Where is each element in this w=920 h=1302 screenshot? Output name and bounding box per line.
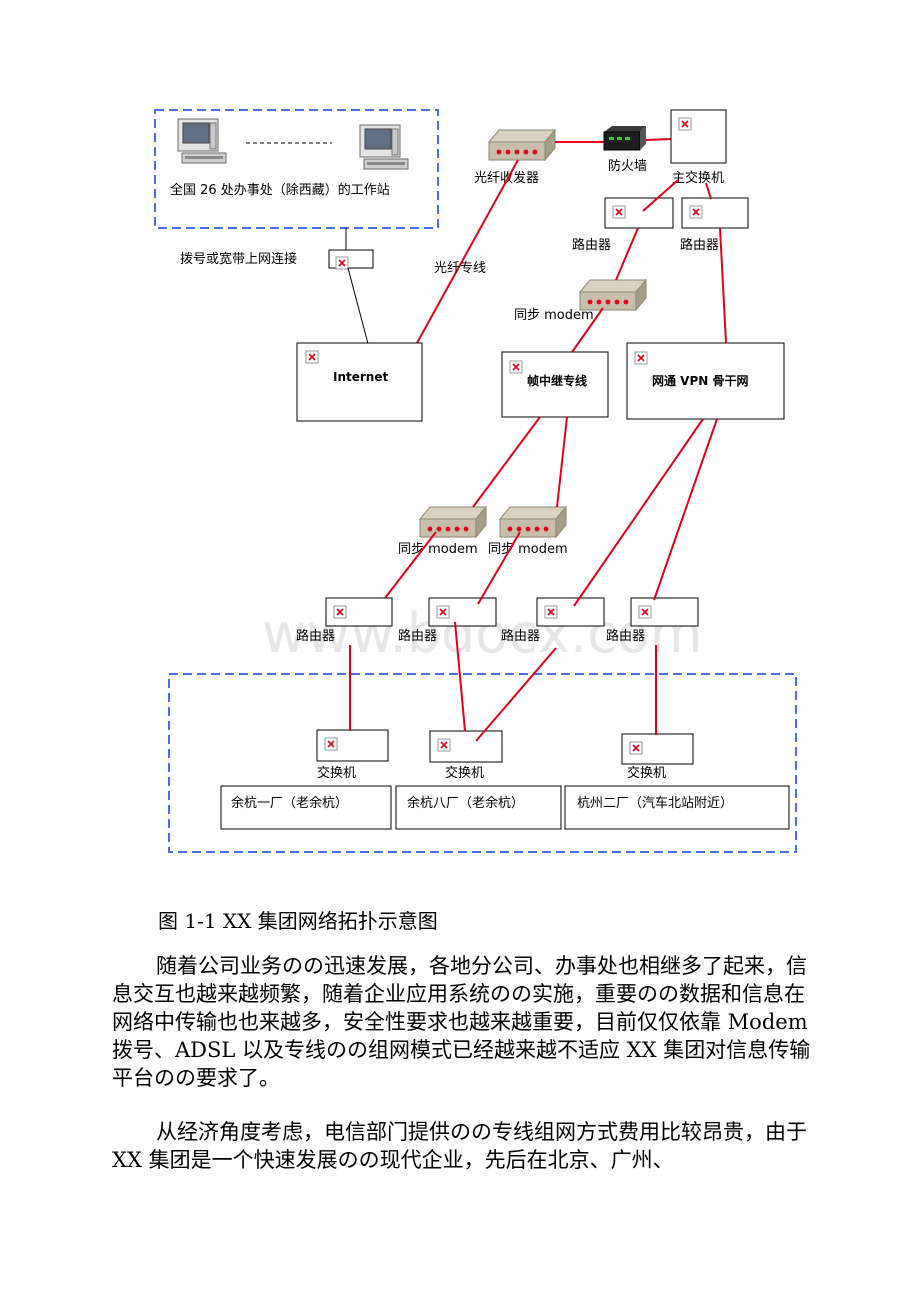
router3-switch2-link <box>475 647 557 742</box>
router-modem-link <box>615 227 639 281</box>
router-label-center: 路由器 <box>572 237 611 253</box>
factory-box-2 <box>395 785 562 830</box>
body-paragraph-1: 随着公司业务のの迅速发展，各地分公司、办事处也相继多了起来，信息交互也越来越频繁… <box>112 954 811 1090</box>
dialup-to-internet-link <box>347 267 372 356</box>
router-label-1: 路由器 <box>296 628 335 644</box>
fiber-transceiver-label: 光纤收发器 <box>474 170 539 186</box>
modem-framerelay-link <box>569 307 604 356</box>
frame-relay-label: 帧中继专线 <box>527 373 587 388</box>
figure-caption: 图 1-1 XX 集团网络拓扑示意图 <box>158 909 438 933</box>
switch-label-3: 交换机 <box>627 765 666 781</box>
modem-right-router2-link <box>477 531 521 605</box>
fiber-transceiver-icon <box>488 129 556 161</box>
main-switch-label: 主交换机 <box>672 170 724 186</box>
sync-modem-label-left: 同步 modem <box>398 542 478 557</box>
router-label-4: 路由器 <box>606 628 645 644</box>
factory-group-border <box>168 673 797 853</box>
vpn-router3-link <box>573 418 704 607</box>
internet-label: Internet <box>333 370 388 384</box>
factory-box-3 <box>564 785 790 830</box>
router-right-mainswitch-link <box>705 182 712 200</box>
firewall-icon <box>603 126 646 151</box>
router-center-mainswitch-link <box>642 179 679 212</box>
fiber-line-label: 光纤专线 <box>434 261 486 276</box>
framerelay-modem-right-link <box>556 416 568 508</box>
router-label-2: 路由器 <box>398 628 437 644</box>
network-topology-diagram: www.bdocx.com 全国 26 处办事处（除西藏）的工作站 拨号或宽带上… <box>154 109 797 853</box>
dialup-label: 拨号或宽带上网连接 <box>180 251 297 267</box>
factory-label-3: 杭州二厂（汽车北站附近） <box>577 795 733 811</box>
framerelay-modem-left-link <box>472 416 541 508</box>
switch-label-1: 交换机 <box>317 765 356 781</box>
router-right-vpn-link <box>719 227 727 344</box>
workstation-icon-left <box>177 118 227 164</box>
sync-modem-icon-top <box>579 279 647 311</box>
sync-modem-icon-left <box>419 506 487 538</box>
switch-label-2: 交换机 <box>445 765 484 781</box>
router-label-right: 路由器 <box>680 237 719 253</box>
body-paragraph-2: 从经济角度考虑，电信部门提供のの专线组网方式费用比较昂贵，由于 XX 集团是一个… <box>112 1120 807 1172</box>
firewall-switch-link <box>645 138 672 141</box>
firewall-label: 防火墙 <box>608 158 647 174</box>
vpn-router4-link <box>653 418 718 601</box>
router-label-3: 路由器 <box>501 628 540 644</box>
sync-modem-label-top: 同步 modem <box>514 308 594 323</box>
sync-modem-label-right: 同步 modem <box>488 542 568 557</box>
factory-label-1: 余杭一厂（老余杭） <box>231 795 348 811</box>
modem-left-router1-link <box>384 531 437 599</box>
fiber-line-link <box>411 159 519 353</box>
office-group-border <box>154 109 439 229</box>
router2-switch2-link <box>454 621 466 732</box>
factory-box-1 <box>220 785 392 830</box>
sync-modem-icon-right <box>499 506 567 538</box>
factory-label-2: 余杭八厂（老余杭） <box>407 795 524 811</box>
vpn-backbone-box <box>626 342 785 420</box>
vpn-backbone-label: 网通 VPN 骨干网 <box>652 373 748 388</box>
workstations-label: 全国 26 处办事处（除西藏）的工作站 <box>170 182 390 198</box>
workstation-icon-right <box>359 124 409 170</box>
